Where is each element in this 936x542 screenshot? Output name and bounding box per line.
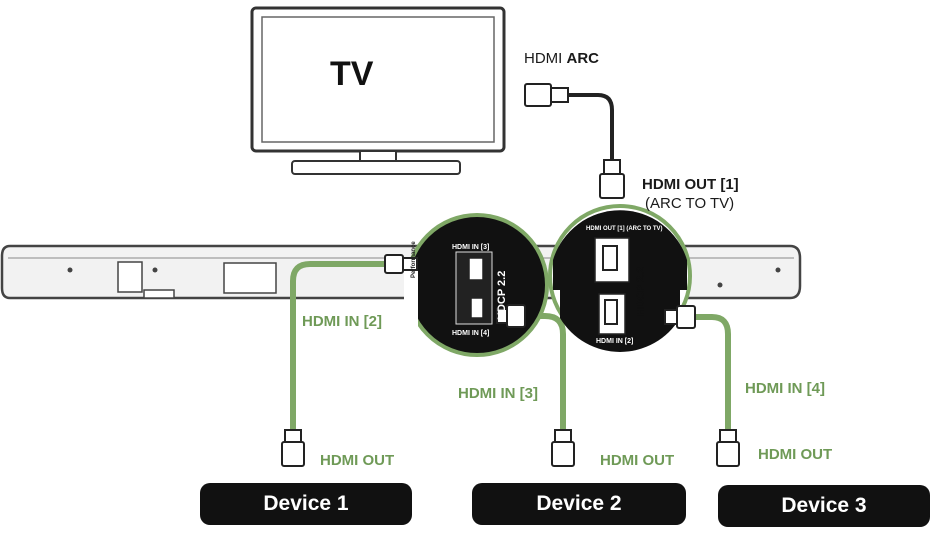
hdmi-arc-prefix: HDMI [524, 50, 567, 67]
green-cables [290, 261, 731, 433]
tv-illustration [250, 6, 506, 175]
callout-right-hdcp: HDCP 2.2 [635, 266, 647, 316]
hdmi-arc-bold: ARC [566, 50, 600, 67]
callout-right-bottom-port: HDMI IN [2] [596, 338, 634, 345]
device-2-box: Device 2 [472, 483, 686, 525]
callout-left-side-text: Performance [411, 241, 417, 278]
hdmi-out-1-label: HDMI OUT [1] [642, 176, 739, 193]
hdmi-in-3-label: HDMI IN [3] [458, 385, 538, 402]
device-1-box: Device 1 [200, 483, 412, 525]
callout-left-hdcp: HDCP 2.2 [496, 270, 508, 320]
device-3-hdmi-out-label: HDMI OUT [758, 446, 833, 463]
device-1-hdmi-out-label: HDMI OUT [320, 452, 395, 469]
callout-left-top-port: HDMI IN [3] [452, 244, 490, 251]
tv-label: TV [330, 55, 374, 93]
hdmi-arc-label: HDMI ARC [524, 50, 599, 67]
arc-to-tv-label: (ARC TO TV) [645, 195, 735, 212]
callout-right [548, 204, 692, 352]
device-3-label: Device 3 [781, 494, 867, 517]
device-2-hdmi-out-label: HDMI OUT [600, 452, 675, 469]
callout-right-top-port: HDMI OUT [1] (ARC TO TV) [586, 226, 663, 232]
hdmi-arc-cable [524, 83, 625, 199]
hdmi-in-4-label: HDMI IN [4] [745, 380, 825, 397]
callout-left-bottom-port: HDMI IN [4] [452, 330, 490, 337]
device-1-label: Device 1 [263, 492, 349, 515]
device-2-label: Device 2 [536, 492, 622, 515]
device-plugs [281, 429, 740, 467]
device-3-box: Device 3 [718, 485, 930, 527]
input-plugs [384, 254, 696, 329]
hdmi-in-2-label: HDMI IN [2] [302, 313, 382, 330]
